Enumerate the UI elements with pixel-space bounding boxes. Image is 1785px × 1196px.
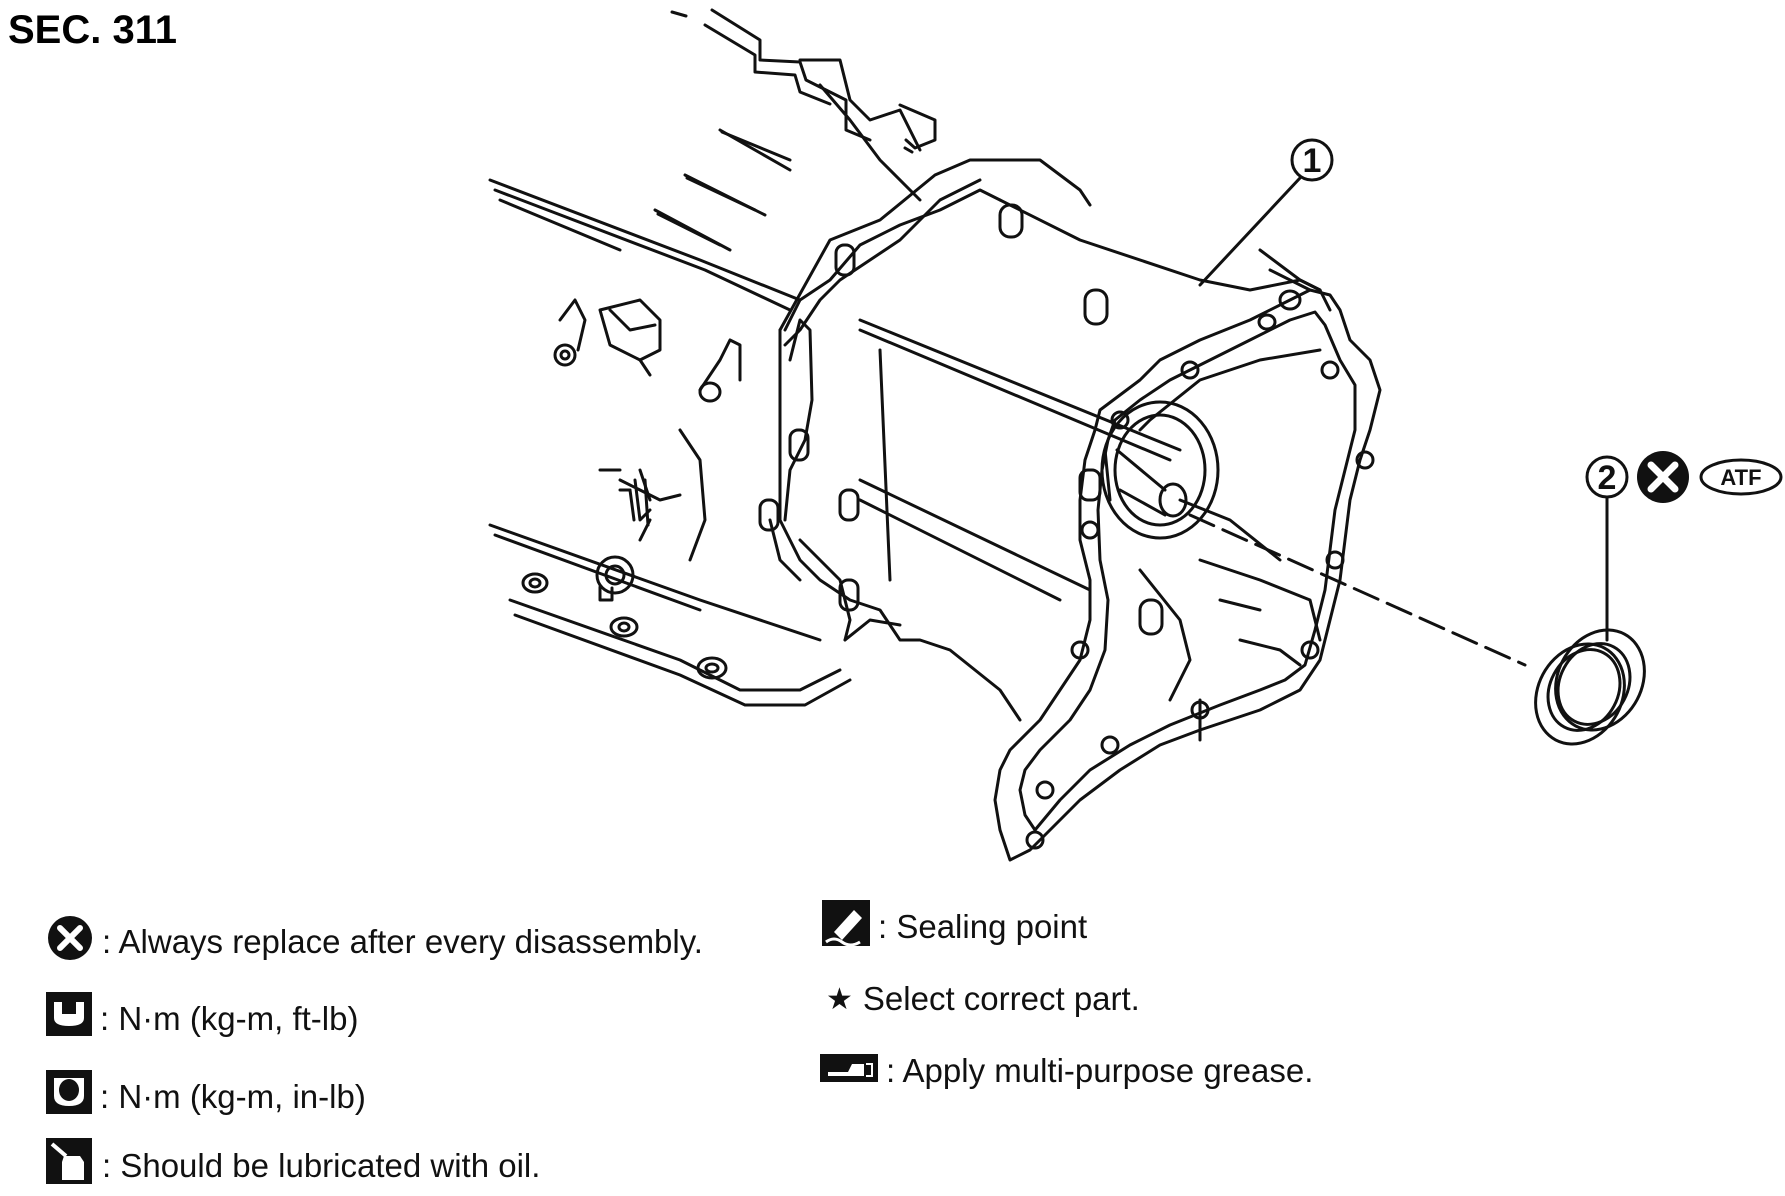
transmission-body (488, 8, 937, 707)
atf-badge: ATF (1699, 458, 1783, 496)
legend-always-replace: : Always replace after every disassembly… (44, 914, 703, 970)
legend-select-part: ★ Select correct part. (826, 980, 1140, 1018)
oil-seal (1534, 628, 1646, 746)
x-circle-icon (44, 914, 96, 970)
callout-2-number: 2 (1598, 459, 1617, 497)
grease-gun-icon (818, 1050, 880, 1092)
legend-torque-ft-lb: : N·m (kg-m, ft-lb) (44, 990, 358, 1048)
legend-always-replace-text: : Always replace after every disassembly… (102, 923, 703, 960)
legend-multi-purpose-grease: : Apply multi-purpose grease. (818, 1050, 1313, 1092)
legend-torque-in-lb: : N·m (kg-m, in-lb) (44, 1068, 366, 1126)
legend-select-part-text: Select correct part. (862, 980, 1140, 1017)
oil-can-icon (44, 1136, 96, 1196)
legend-sealing-point-text: : Sealing point (878, 908, 1088, 945)
wrench-icon (44, 990, 94, 1048)
callout-1-number: 1 (1303, 142, 1322, 180)
legend-sealing-point: : Sealing point (820, 898, 1087, 956)
callout-1: 1 (1198, 138, 1334, 287)
legend-torque-in-lb-text: : N·m (kg-m, in-lb) (100, 1078, 366, 1115)
callout-2: 2 (1585, 455, 1629, 642)
converter-housing (758, 158, 1382, 862)
star-icon: ★ (826, 982, 853, 1016)
atf-badge-label: ATF (1720, 465, 1761, 490)
wrench-filled-icon (44, 1068, 94, 1126)
side-fittings (553, 298, 742, 602)
legend-lubricate-oil: : Should be lubricated with oil. (44, 1136, 540, 1196)
section-label: SEC. 311 (8, 8, 178, 52)
always-replace-icon (1637, 451, 1689, 503)
sealant-tube-icon (820, 898, 872, 956)
legend-multi-purpose-grease-text: : Apply multi-purpose grease. (886, 1052, 1314, 1089)
legend-lubricate-oil-text: : Should be lubricated with oil. (102, 1147, 541, 1184)
legend-torque-ft-lb-text: : N·m (kg-m, ft-lb) (100, 1000, 359, 1037)
centre-line (1188, 513, 1527, 667)
